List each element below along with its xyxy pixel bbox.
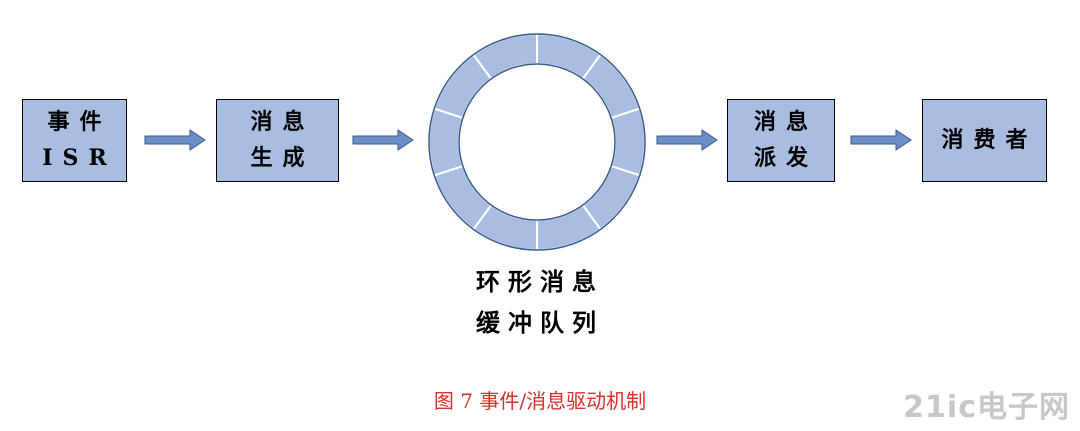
message-generate-line1: 消息 [250,109,315,136]
message-dispatch-line2: 派发 [753,144,818,171]
ring-buffer-label-line1: 环形消息 [476,267,604,296]
site-watermark: 21ic电子网 [903,390,1070,425]
ring-outer-border [428,33,646,251]
event-isr-line1: 事件 [47,109,112,136]
message-dispatch-box: 消息 派发 [727,99,835,182]
ring-segment-3 [609,107,646,177]
message-generate-line2: 生成 [250,144,315,171]
consumer-box: 消费者 [922,99,1047,182]
figure-caption: 图 7 事件/消息驱动机制 [433,389,647,413]
arrow-dispatch-to-consumer [850,129,912,151]
ring-buffer [428,32,646,252]
ring-segment-8 [428,107,465,177]
event-isr-line2: ISR [42,144,117,171]
message-generate-box: 消息 生成 [216,99,339,182]
message-dispatch-line1: 消息 [753,109,818,136]
arrow-generate-to-ring [352,129,414,151]
ring-buffer-label-line2: 缓冲队列 [476,308,604,337]
ring-inner-border [458,63,616,221]
arrow-isr-to-generate [144,129,206,151]
arrow-ring-to-dispatch [656,129,718,151]
consumer-label: 消费者 [941,126,1038,153]
event-isr-box: 事件 ISR [22,99,127,182]
